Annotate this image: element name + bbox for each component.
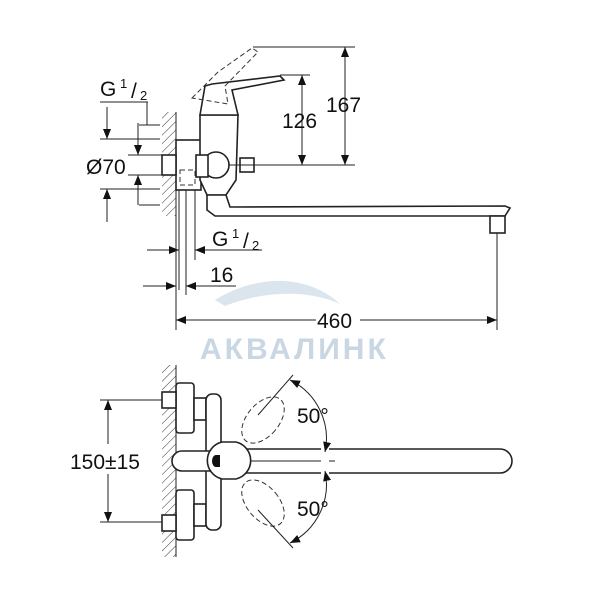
watermark: АКВАЛИНК — [200, 280, 389, 366]
side-view: 126 167 G 1 / 2 Ø70 G 1 / 2 — [86, 46, 512, 333]
fraction-slash: / — [131, 80, 137, 103]
thread-top-label: G 1 / 2 — [100, 76, 147, 103]
spout-top — [239, 448, 513, 474]
spout — [206, 194, 512, 217]
thread-num: 1 — [232, 226, 239, 241]
dim-126: 126 — [282, 110, 317, 133]
thread-den: 2 — [252, 238, 259, 253]
thread-num: 1 — [120, 76, 127, 91]
dim-16: 16 — [210, 264, 233, 287]
watermark-text: АКВАЛИНК — [200, 333, 389, 366]
angle-lower: 50° — [297, 498, 329, 521]
top-view: 50° 50° 150±15 — [70, 365, 513, 557]
fraction-slash: / — [243, 230, 249, 253]
diameter-label: Ø70 — [86, 156, 126, 179]
lever-top — [206, 441, 252, 480]
dim-167: 167 — [326, 94, 361, 117]
angle-upper: 50° — [297, 405, 329, 428]
thread-den: 2 — [140, 88, 147, 103]
thread-letter: G — [212, 228, 228, 251]
aerator — [489, 215, 506, 234]
thread-letter: G — [100, 78, 116, 101]
thread-bottom-label: G 1 / 2 — [212, 226, 259, 253]
dim-460: 460 — [317, 310, 352, 333]
dim-spacing: 150±15 — [70, 451, 140, 474]
wall-hatch — [162, 365, 176, 557]
lever-handle — [199, 75, 286, 116]
